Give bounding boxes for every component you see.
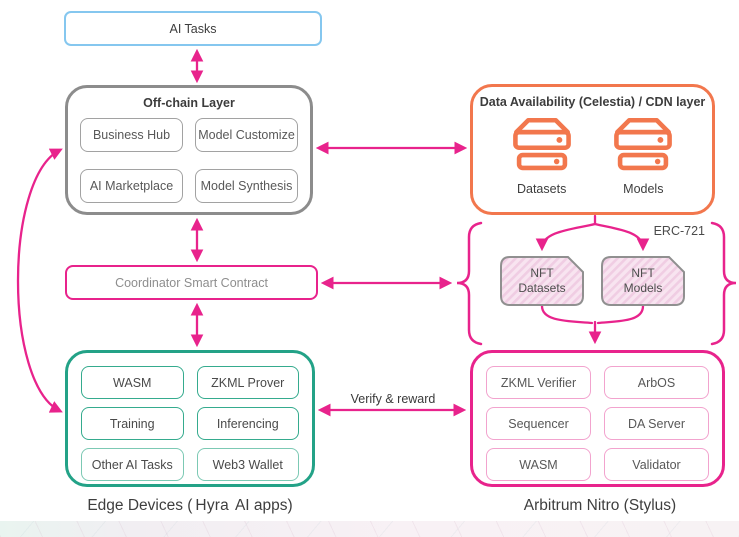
models-label: Models	[623, 182, 664, 196]
footer-decorative-strip	[0, 521, 739, 537]
coordinator-smart-contract-box: Coordinator Smart Contract	[65, 265, 318, 300]
arrow-offchain-edge-curve	[16, 148, 63, 413]
arbitrum-nitro-box: ZKML Verifier ArbOS Sequencer DA Server …	[470, 350, 725, 487]
arbitrum-item: WASM	[486, 448, 591, 481]
arbitrum-item: Validator	[604, 448, 709, 481]
server-icon	[512, 117, 571, 171]
nft-datasets-label: NFT Datasets	[518, 266, 566, 295]
edge-item: Other AI Tasks	[81, 448, 184, 481]
server-icon	[614, 117, 673, 171]
offchain-item: Business Hub	[80, 118, 183, 152]
data-availability-title: Data Availability (Celestia) / CDN layer	[479, 95, 706, 109]
edge-item: WASM	[81, 366, 184, 399]
coordinator-label: Coordinator Smart Contract	[115, 275, 268, 290]
offchain-item: Model Synthesis	[195, 169, 298, 203]
edge-devices-box: WASM ZKML Prover Training Inferencing Ot…	[65, 350, 315, 487]
ai-tasks-box: AI Tasks	[64, 11, 322, 46]
offchain-item: Model Customize	[195, 118, 298, 152]
data-availability-box: Data Availability (Celestia) / CDN layer…	[470, 84, 715, 215]
datasets-store: Datasets	[509, 115, 575, 196]
nft-models-shape	[601, 256, 685, 306]
arbitrum-item: ArbOS	[604, 366, 709, 399]
arbitrum-items-grid: ZKML Verifier ArbOS Sequencer DA Server …	[486, 366, 709, 481]
edge-items-grid: WASM ZKML Prover Training Inferencing Ot…	[81, 366, 299, 481]
erc721-label: ERC-721	[653, 224, 705, 238]
edge-item: Web3 Wallet	[196, 448, 299, 481]
offchain-layer-title: Off-chain Layer	[143, 96, 235, 110]
edge-item: ZKML Prover	[196, 366, 299, 399]
arrow-da-split-to-nft	[535, 214, 650, 252]
edge-item: Training	[81, 407, 184, 440]
arbitrum-caption: Arbitrum Nitro (Stylus)	[523, 497, 677, 514]
nft-models-label: NFT Models	[623, 266, 663, 295]
ai-tasks-label: AI Tasks	[169, 21, 217, 36]
arbitrum-item: DA Server	[604, 407, 709, 440]
models-store: Models	[610, 115, 676, 196]
edge-item: Inferencing	[196, 407, 299, 440]
offchain-item: AI Marketplace	[80, 169, 183, 203]
verify-reward-label: Verify & reward	[350, 392, 436, 406]
nft-datasets-shape	[500, 256, 584, 306]
arrow-nft-merge-to-arbitrum	[540, 304, 645, 345]
offchain-layer-box: Off-chain Layer Business Hub Model Custo…	[65, 85, 313, 215]
datasets-label: Datasets	[516, 182, 567, 196]
erc721-right-brace	[710, 221, 737, 346]
arbitrum-item: Sequencer	[486, 407, 591, 440]
arbitrum-item: ZKML Verifier	[486, 366, 591, 399]
hyra-brand: Hyra	[195, 497, 229, 514]
offchain-items-grid: Business Hub Model Customize AI Marketpl…	[80, 118, 298, 203]
stores-row: Datasets Models	[473, 115, 712, 196]
erc721-left-brace	[456, 221, 483, 346]
